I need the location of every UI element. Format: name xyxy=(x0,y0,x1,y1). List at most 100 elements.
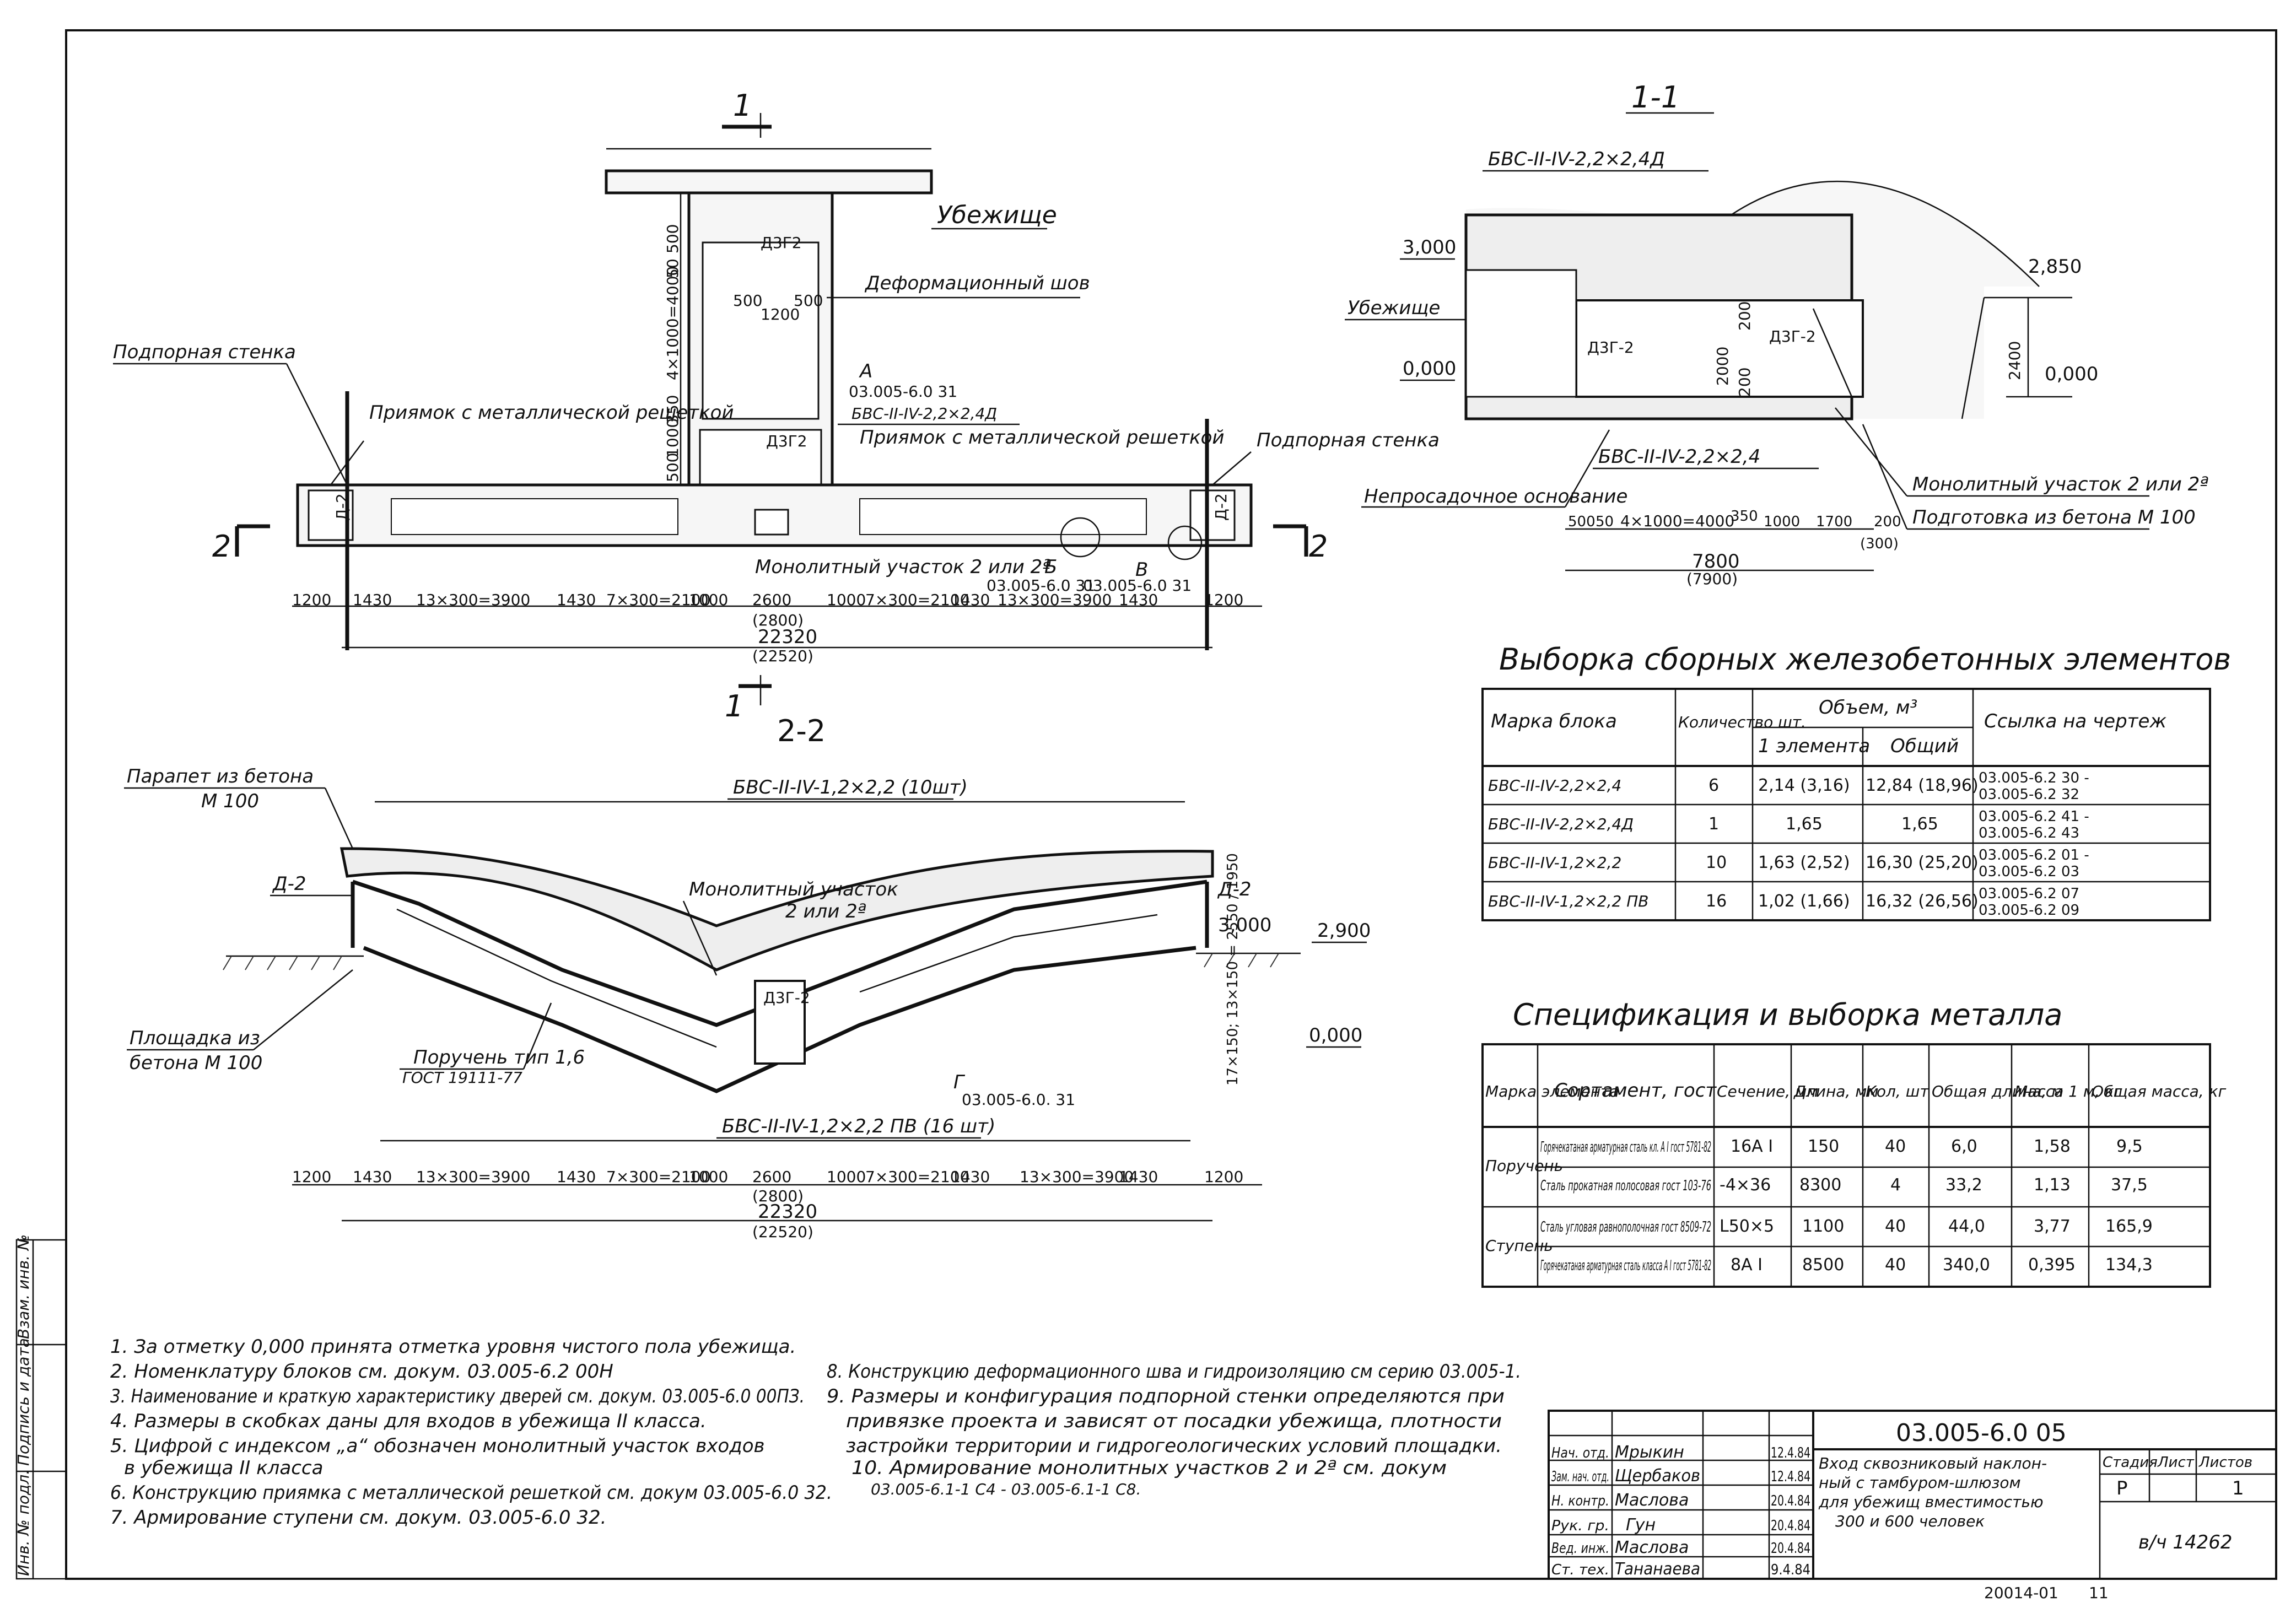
table2-row-2-qty: 40 xyxy=(1885,1217,1906,1236)
table2-row-0-tl: 6,0 xyxy=(1951,1137,1977,1156)
plan-dim-12: 1200 xyxy=(1204,591,1243,609)
plan-stairs-right xyxy=(859,498,1147,535)
stamp-row: Нач. отд. Мрыкин 12.4.84 xyxy=(1551,1443,1810,1462)
sec22-dim-8: 7×300=2100 xyxy=(865,1168,969,1186)
section-1-1: 1-1 БВС-II-IV-2,2×2,4Д Д3Г-2 Д3Г-2 2000 … xyxy=(1345,80,2208,588)
table2-row-1-m1: 1,13 xyxy=(2034,1175,2071,1195)
plan-retaining-wall-right: Подпорная стенка xyxy=(1257,429,1440,451)
stamp-row-1-date: 12.4.84 xyxy=(1771,1469,1810,1485)
table2-row-1-qty: 4 xyxy=(1890,1175,1901,1195)
plan-section-mark-top: 1 xyxy=(733,88,752,123)
sec11-title: 1-1 xyxy=(1631,80,1680,115)
side-stamp: Взам. инв. № Подпись и дата Инв. № подл. xyxy=(14,1234,67,1580)
table2-h-0: Марка элемента xyxy=(1485,1082,1619,1100)
sec11-dim-1700: 1700 xyxy=(1816,514,1852,530)
sec11-dim-300: (300) xyxy=(1860,536,1899,552)
plan-dim-1: 1430 xyxy=(353,591,392,609)
stamp-code: 03.005-6.0 05 xyxy=(1896,1419,2067,1447)
stamp-row: Рук. гр. Гун 20.4.84 xyxy=(1551,1515,1810,1535)
sec11-dim-50: 50 xyxy=(1596,514,1614,530)
plan-sdim-1200: 1200 xyxy=(761,305,800,323)
sec11-dim-4000: 4×1000=4000 xyxy=(1620,512,1734,530)
sec22-parapet-1: Парапет из бетона xyxy=(127,765,314,787)
table2-row-0-sec: 16A I xyxy=(1731,1137,1773,1156)
side-sign-label: Подпись и дата xyxy=(14,1338,33,1466)
sec11-h-200b: 200 xyxy=(1736,368,1754,397)
sec11-el-0000: 0,000 xyxy=(1403,358,1456,380)
sec22-dim-row: 1200 1430 13×300=3900 1430 7×300=2100 10… xyxy=(292,1168,1243,1186)
sec22-monolith-1: Монолитный участок xyxy=(689,878,898,900)
table1-row: БВС-II-IV-2,2×2,4Д 1 1,65 1,65 03.005-6.… xyxy=(1488,808,2089,841)
plan-dim-11: 1430 xyxy=(1119,591,1158,609)
sec11-door1: Д3Г-2 xyxy=(1587,338,1634,357)
table2-row-0-m1: 1,58 xyxy=(2034,1137,2071,1156)
table2-row-0-qty: 40 xyxy=(1885,1137,1906,1156)
table2-row-1-sort: Сталь прокатная полосовая гост 103-76 xyxy=(1540,1178,1711,1194)
sec22-dim-3: 1430 xyxy=(557,1168,596,1186)
sec11-dim-2400: 2400 xyxy=(2006,341,2024,380)
stamp-row: Вед. инж. Маслова 20.4.84 xyxy=(1551,1538,1810,1557)
stamp-row-5-role: Ст. тех. xyxy=(1551,1562,1609,1578)
table1-row-1-count: 1 xyxy=(1708,814,1719,834)
note-10b: 03.005-6.1-1 С4 - 03.005-6.1-1 С8. xyxy=(871,1480,1141,1498)
table1-row-2-total: 16,30 (25,20) xyxy=(1866,853,1979,872)
sec22-handrail-1: Поручень тип 1,6 xyxy=(413,1046,585,1069)
sec11-dim-500: 500 xyxy=(1568,514,1596,530)
sec22-ground-hatch-right xyxy=(1204,953,1279,968)
plan-vdim-350: 350 xyxy=(664,395,682,424)
stamp-row-0-name: Мрыкин xyxy=(1615,1443,1684,1462)
table1-row-0-ref1: 03.005-6.2 30 - xyxy=(1979,770,2089,786)
table1-row: БВС-II-IV-2,2×2,4 6 2,14 (3,16) 12,84 (1… xyxy=(1488,770,2089,803)
note-6: 6. Конструкцию приямка с металлической р… xyxy=(110,1482,832,1504)
table1-h-ref: Ссылка на чертеж xyxy=(1984,710,2166,732)
table1-row: БВС-II-IV-1,2×2,2 10 1,63 (2,52) 16,30 (… xyxy=(1488,847,2089,880)
stamp-row-5-date: 9.4.84 xyxy=(1771,1562,1810,1578)
sec11-h-200a: 200 xyxy=(1736,301,1754,331)
table1-row-2-count: 10 xyxy=(1706,853,1727,872)
stamp-stage: Р xyxy=(2116,1477,2128,1499)
table2-row-2-tm: 165,9 xyxy=(2105,1217,2153,1236)
sec22-door-l: Д-2 xyxy=(272,873,306,895)
stamp-h-sheet: Лист xyxy=(2157,1454,2195,1471)
sec22-ground-hatch-left xyxy=(223,956,342,970)
table2-row-3-len: 8500 xyxy=(1802,1255,1844,1275)
plan-node-v-ref: 03.005-6.0 31 xyxy=(1083,576,1192,595)
sheet-frame xyxy=(65,29,2277,1580)
stamp-h-sheets: Листов xyxy=(2198,1454,2252,1471)
table1-h-volume: Объем, м³ xyxy=(1819,697,1917,719)
title-block: Нач. отд. Мрыкин 12.4.84 Зам. нач. отд. … xyxy=(1548,1410,2277,1580)
plan-dim-8: 7×300=2100 xyxy=(865,591,969,609)
notes-right: 8. Конструкцию деформационного шва и гид… xyxy=(827,1361,1521,1498)
plan-pit-mid: Приямок с металлической решеткой xyxy=(860,427,1224,449)
sec22-total-alt: (22520) xyxy=(752,1223,813,1241)
sec22-title: 2-2 xyxy=(777,714,826,748)
table1-row-1-mark: БВС-II-IV-2,2×2,4Д xyxy=(1488,815,1634,833)
table1-row-3-ref2: 03.005-6.2 09 xyxy=(1979,902,2079,919)
table1-row-1-one: 1,65 xyxy=(1786,814,1823,834)
sec22-dim-12: 1200 xyxy=(1204,1168,1243,1186)
table1-h-mark: Марка блока xyxy=(1491,710,1617,732)
sec22-dim-5: 1000 xyxy=(689,1168,728,1186)
plan-door-top: Д3Г2 xyxy=(761,234,802,252)
plan-dim-9: 1430 xyxy=(951,591,990,609)
sec11-h-dims: 2000 200 200 xyxy=(1713,301,1754,397)
table1-row-0-mark: БВС-II-IV-2,2×2,4 xyxy=(1488,776,1621,795)
plan-node-a-block: БВС-II-IV-2,2×2,4Д xyxy=(851,404,997,423)
plan-node-b-ref: 03.005-6.0 31 xyxy=(987,576,1095,595)
table2-row-2-sort: Сталь угловая равнополочная гост 8509-72 xyxy=(1540,1219,1711,1235)
table2-h-1: Сортамент, гост xyxy=(1554,1080,1717,1102)
plan-dim-7: 1000 xyxy=(827,591,866,609)
sec22-node-g: Г xyxy=(953,1071,966,1093)
sec22-monolith-2: 2 или 2ª xyxy=(785,900,866,922)
table1-row-0-count: 6 xyxy=(1708,776,1719,795)
stamp-row-1-role: Зам. нач. отд. xyxy=(1551,1469,1609,1485)
sec11-prep: Подготовка из бетона М 100 xyxy=(1912,506,2196,528)
sec22-handrail-2: ГОСТ 19111-77 xyxy=(402,1069,522,1087)
sec22-dim-alt: (2800) xyxy=(752,1187,804,1205)
sec22-dim-2: 13×300=3900 xyxy=(416,1168,530,1186)
plan-door-mid: Д3Г2 xyxy=(766,432,807,450)
stamp-row: Зам. нач. отд. Щербаков 12.4.84 xyxy=(1551,1466,1810,1486)
note-5: 5. Цифрой с индексом „а“ обозначен монол… xyxy=(110,1435,765,1457)
note-2: 2. Номенклатуру блоков см. докум. 03.005… xyxy=(110,1361,613,1383)
